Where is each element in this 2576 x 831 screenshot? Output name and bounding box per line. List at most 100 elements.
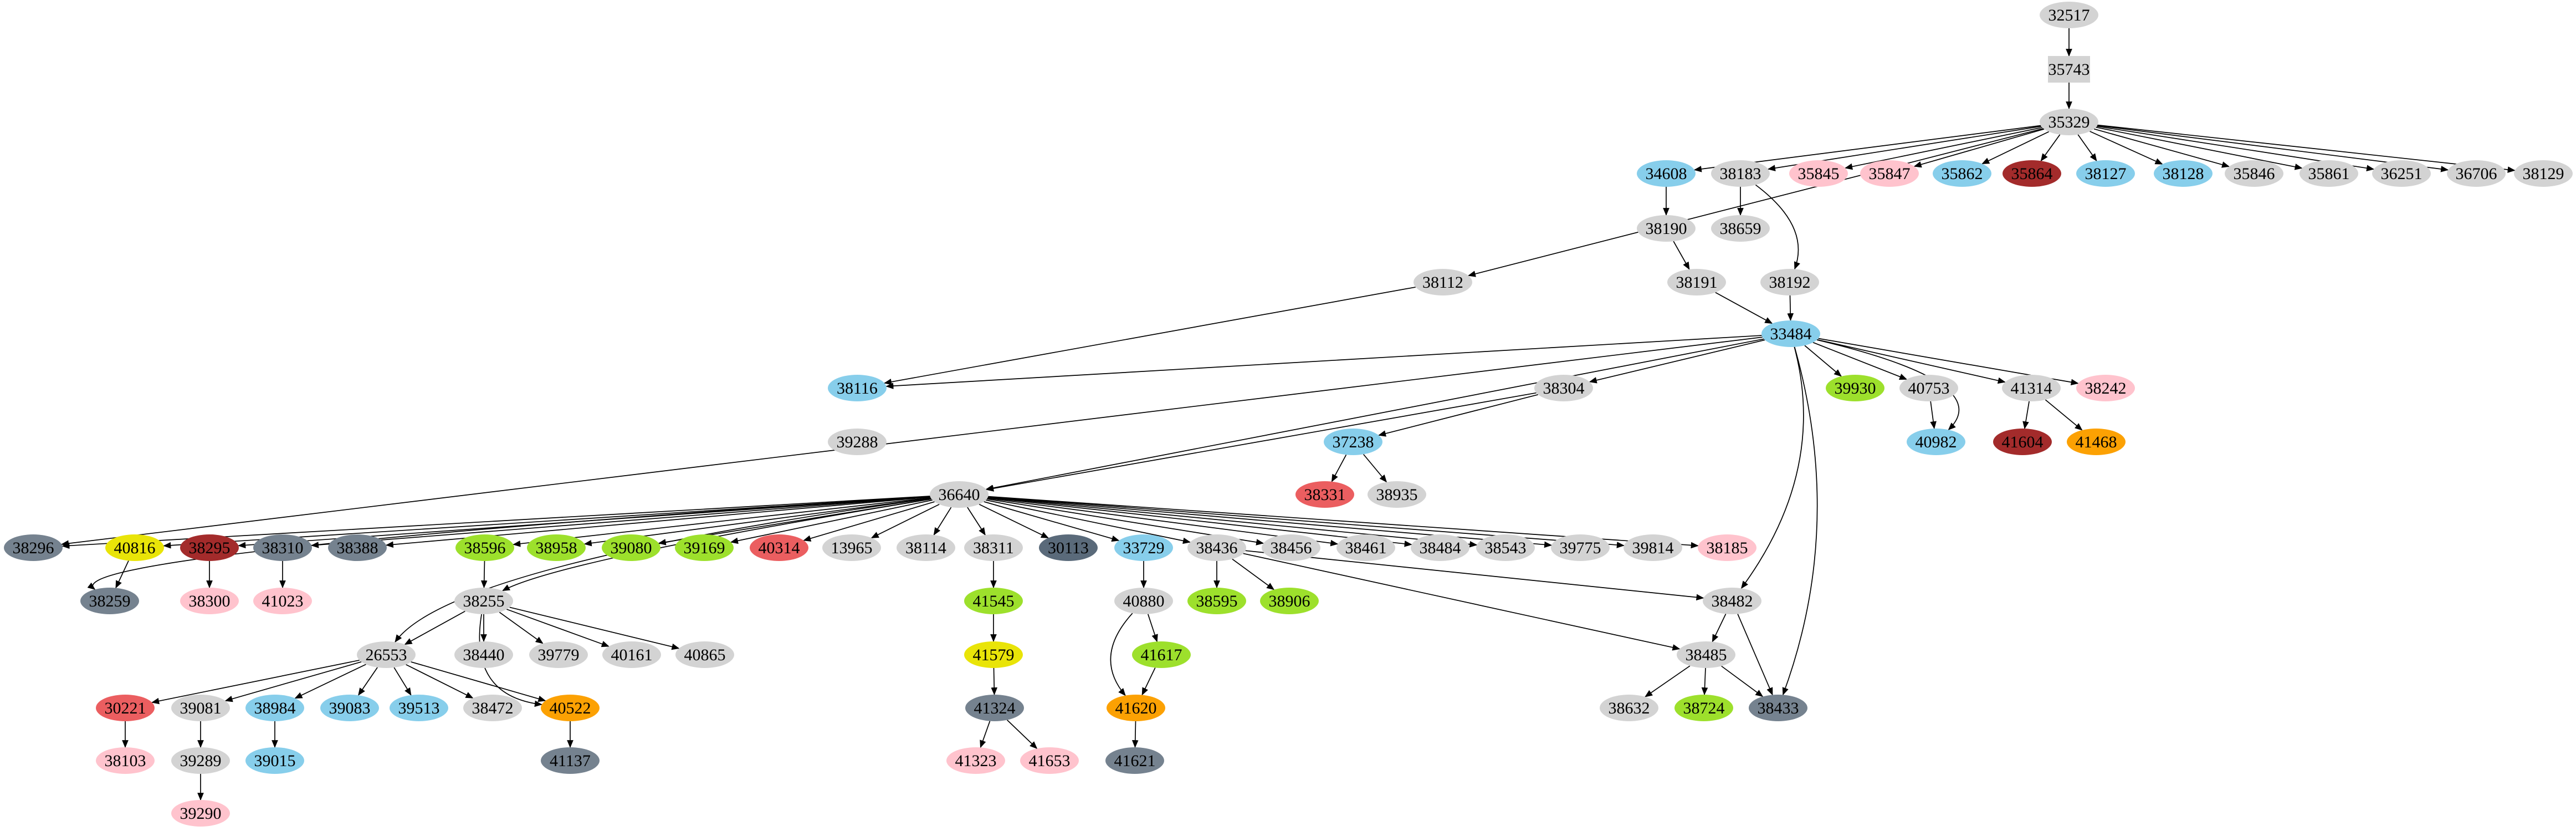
graph-node-38456[interactable]: 38456	[1262, 534, 1320, 561]
graph-node-38129[interactable]: 38129	[2514, 160, 2573, 187]
graph-node-38632[interactable]: 38632	[1600, 695, 1658, 721]
graph-node-39169[interactable]: 39169	[675, 534, 734, 561]
graph-node-39083[interactable]: 39083	[320, 695, 379, 721]
graph-node-35845[interactable]: 35845	[1789, 160, 1848, 187]
graph-node-40982[interactable]: 40982	[1907, 429, 1965, 455]
graph-node-33729[interactable]: 33729	[1114, 534, 1173, 561]
graph-node-40865[interactable]: 40865	[675, 641, 734, 668]
graph-node-38112[interactable]: 38112	[1414, 269, 1472, 295]
graph-node-41323[interactable]: 41323	[946, 747, 1005, 774]
graph-node-38659[interactable]: 38659	[1711, 215, 1770, 242]
node-label-38185: 38185	[1707, 539, 1748, 557]
graph-node-39930[interactable]: 39930	[1826, 375, 1884, 401]
graph-node-41653[interactable]: 41653	[1020, 747, 1079, 774]
graph-node-38595[interactable]: 38595	[1187, 588, 1246, 614]
graph-node-35861[interactable]: 35861	[2300, 160, 2358, 187]
graph-node-38185[interactable]: 38185	[1698, 534, 1756, 561]
node-label-39169: 39169	[684, 539, 725, 557]
graph-node-40161[interactable]: 40161	[602, 641, 661, 668]
graph-node-38300[interactable]: 38300	[180, 588, 239, 614]
graph-node-38311[interactable]: 38311	[964, 534, 1023, 561]
graph-node-39081[interactable]: 39081	[171, 695, 230, 721]
graph-node-36706[interactable]: 36706	[2447, 160, 2506, 187]
graph-node-38433[interactable]: 38433	[1749, 695, 1807, 721]
graph-node-35743[interactable]: 35743	[2048, 56, 2090, 83]
graph-node-32517[interactable]: 32517	[2040, 2, 2098, 28]
graph-node-39779[interactable]: 39779	[529, 641, 588, 668]
graph-node-40816[interactable]: 40816	[105, 534, 164, 561]
graph-node-38310[interactable]: 38310	[253, 534, 312, 561]
graph-node-39290[interactable]: 39290	[171, 800, 230, 827]
graph-node-38192[interactable]: 38192	[1760, 269, 1819, 295]
graph-node-41023[interactable]: 41023	[253, 588, 312, 614]
graph-node-26553[interactable]: 26553	[357, 641, 416, 668]
graph-node-40314[interactable]: 40314	[750, 534, 808, 561]
graph-node-39288[interactable]: 39288	[828, 429, 887, 455]
graph-node-41620[interactable]: 41620	[1107, 695, 1165, 721]
graph-node-41314[interactable]: 41314	[2002, 375, 2061, 401]
graph-node-38128[interactable]: 38128	[2154, 160, 2213, 187]
graph-node-38331[interactable]: 38331	[1295, 481, 1354, 508]
graph-node-38114[interactable]: 38114	[897, 534, 955, 561]
graph-node-38296[interactable]: 38296	[4, 534, 63, 561]
graph-node-38596[interactable]: 38596	[455, 534, 514, 561]
graph-node-33484[interactable]: 33484	[1761, 320, 1820, 347]
graph-node-35862[interactable]: 35862	[1933, 160, 1991, 187]
node-ellipse-35862	[1933, 160, 1991, 187]
graph-node-40753[interactable]: 40753	[1899, 375, 1958, 401]
graph-node-38116[interactable]: 38116	[828, 375, 887, 401]
graph-node-38304[interactable]: 38304	[1534, 375, 1593, 401]
graph-node-40522[interactable]: 40522	[541, 695, 600, 721]
graph-node-30113[interactable]: 30113	[1039, 534, 1098, 561]
graph-node-38958[interactable]: 38958	[527, 534, 586, 561]
graph-node-41468[interactable]: 41468	[2067, 429, 2126, 455]
graph-node-38484[interactable]: 38484	[1411, 534, 1469, 561]
graph-node-41324[interactable]: 41324	[965, 695, 1024, 721]
graph-node-39814[interactable]: 39814	[1624, 534, 1682, 561]
graph-node-41604[interactable]: 41604	[1993, 429, 2052, 455]
graph-node-35864[interactable]: 35864	[2003, 160, 2061, 187]
graph-node-38543[interactable]: 38543	[1476, 534, 1535, 561]
graph-node-38295[interactable]: 38295	[180, 534, 239, 561]
graph-node-41579[interactable]: 41579	[964, 641, 1023, 668]
graph-node-38482[interactable]: 38482	[1703, 588, 1761, 614]
graph-node-38242[interactable]: 38242	[2076, 375, 2135, 401]
graph-node-13965[interactable]: 13965	[822, 534, 881, 561]
graph-node-37238[interactable]: 37238	[1324, 429, 1382, 455]
graph-node-38183[interactable]: 38183	[1711, 160, 1770, 187]
graph-node-41621[interactable]: 41621	[1105, 747, 1164, 774]
graph-node-38724[interactable]: 38724	[1674, 695, 1733, 721]
graph-node-30221[interactable]: 30221	[96, 695, 155, 721]
graph-node-38440[interactable]: 38440	[454, 641, 513, 668]
graph-node-34608[interactable]: 34608	[1637, 160, 1696, 187]
graph-node-38190[interactable]: 38190	[1637, 215, 1696, 242]
graph-node-38127[interactable]: 38127	[2076, 160, 2135, 187]
graph-node-38472[interactable]: 38472	[463, 695, 522, 721]
graph-node-39015[interactable]: 39015	[245, 747, 304, 774]
node-label-41468: 41468	[2076, 433, 2117, 451]
graph-node-38984[interactable]: 38984	[245, 695, 304, 721]
graph-node-41137[interactable]: 41137	[541, 747, 600, 774]
graph-node-39775[interactable]: 39775	[1551, 534, 1610, 561]
graph-node-35329[interactable]: 35329	[2040, 109, 2098, 135]
graph-node-40880[interactable]: 40880	[1114, 588, 1173, 614]
graph-node-39080[interactable]: 39080	[602, 534, 660, 561]
graph-node-38436[interactable]: 38436	[1187, 534, 1246, 561]
graph-node-39289[interactable]: 39289	[171, 747, 230, 774]
graph-node-35846[interactable]: 35846	[2225, 160, 2283, 187]
graph-node-41545[interactable]: 41545	[964, 588, 1023, 614]
graph-node-38103[interactable]: 38103	[96, 747, 155, 774]
graph-node-38485[interactable]: 38485	[1677, 641, 1735, 668]
graph-node-39513[interactable]: 39513	[390, 695, 448, 721]
graph-node-38461[interactable]: 38461	[1336, 534, 1395, 561]
graph-node-38259[interactable]: 38259	[80, 588, 139, 614]
graph-node-36251[interactable]: 36251	[2372, 160, 2431, 187]
graph-node-41617[interactable]: 41617	[1132, 641, 1191, 668]
graph-node-35847[interactable]: 35847	[1860, 160, 1919, 187]
graph-node-38388[interactable]: 38388	[328, 534, 387, 561]
graph-node-38906[interactable]: 38906	[1260, 588, 1319, 614]
graph-node-36640[interactable]: 36640	[930, 481, 989, 508]
graph-node-38191[interactable]: 38191	[1667, 269, 1726, 295]
graph-node-38935[interactable]: 38935	[1368, 481, 1426, 508]
graph-node-38255[interactable]: 38255	[454, 588, 513, 614]
